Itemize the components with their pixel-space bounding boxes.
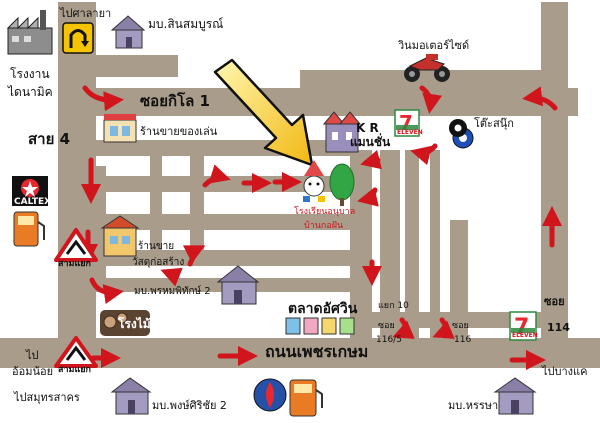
junction-warning-sign-icon [54,228,98,262]
svg-text:7: 7 [514,315,529,340]
direction-arrow-icon [183,245,206,267]
road-label-soi-114-line2: 114 [547,321,570,334]
factory-icon [6,10,53,55]
caltex-logo-icon [12,176,48,206]
direction-arrow-icon [89,277,124,304]
direction-arrow-icon [82,85,124,112]
kr-mansion-label-line1: K R [356,121,379,135]
soi-116-label-line2: 116 [454,335,472,345]
house-icon [216,265,260,305]
to-salaya-label: ไปศาลายา [60,7,112,20]
village-sinsomboon-label: มบ.สินสมบูรณ์ [148,17,224,31]
motorcycle-icon [404,54,450,82]
direction-arrow-icon [522,86,558,111]
kr-mansion-label-line2: แมนชั่น [350,135,391,149]
toy-shop-label: ร้านขายของเล่น [140,125,218,138]
fuel-pump-icon [289,379,323,417]
direction-arrow-icon [419,85,443,114]
material-shop-label-line2: วัสดุก่อสร้าง [132,257,185,268]
billiard-ball-icon [449,119,474,149]
shop-icon [100,215,140,257]
u-turn-sign-icon [62,22,94,54]
tree-icon [329,163,355,206]
road-label-sai-4: สาย 4 [28,130,71,148]
road-soi-114 [541,2,568,367]
wood-logs-icon [100,310,150,336]
direction-arrow-icon [357,187,379,207]
road-label-soi-kilo-1: ซอยกิโล 1 [140,92,210,110]
house-icon [110,377,152,415]
seven-eleven-icon: 7 [394,109,420,137]
junction-sign-label-top: สามแยก [58,259,92,269]
ptt-logo-icon [253,378,287,412]
soi-116-5-label-line1: ซอย [378,321,395,331]
fuel-pump-icon [13,211,45,247]
to-omnoi-label-line2: อ้อมน้อย [12,365,54,378]
direction-arrow-icon [432,317,455,339]
to-bangkhae-label: ไปบางแค [542,365,588,378]
material-shop-label-line1: ร้านขาย [138,241,175,252]
road-label-soi-114-line1: ซอย [544,295,565,308]
school-building-icon [322,111,362,153]
road-phetkasem [0,338,600,368]
wood-shop-label: โรงไม้ [118,317,151,331]
direction-arrow-icon [360,149,383,170]
pool-hall-label: โต๊ะสนุ๊ก [474,117,514,130]
house-icon [110,15,146,49]
caltex-label: CALTEX [14,197,52,207]
motorcycle-taxi-label: วินมอเตอร์ไซด์ [398,39,470,52]
factory-label-line2: ไดนามิค [8,85,53,99]
house-icon [493,377,537,415]
kindergarten-label-line1: โรงเรียนอนุบาล [294,207,356,217]
road-soi-kilo-1 [58,88,578,116]
direction-arrow-icon [410,143,438,166]
factory-label-line1: โรงงาน [10,67,50,81]
seven-eleven-bottom-label: ELEVEN [512,332,538,339]
market-stall-icon [285,317,355,335]
junction-warning-sign-icon [54,336,98,368]
pointer-arrow-icon [213,58,314,167]
seven-eleven-top-label: ELEVEN [397,129,423,136]
soi-10-label: แยก 10 [378,301,409,311]
soi-116-label-line1: ซอย [452,321,469,331]
direction-arrow-icon [392,317,415,339]
junction-sign-label-bottom: สามแยก [58,365,92,375]
to-samutsakhon-label: ไปสมุทรสาคร [14,391,80,404]
seven-eleven-icon: 7 [509,311,537,341]
village-promphithak-label: มบ.พรหมพิทักษ์ 2 [134,286,211,297]
to-omnoi-label-line1: ไป [26,349,39,362]
market-label: ตลาดอัศวิน [288,301,358,317]
soi-116-5-label-line2: 116/5 [376,335,402,345]
village-phongsiri-label: มบ.พงษ์ศิริชัย 2 [152,399,227,412]
direction-arrows [78,85,562,370]
road-top-right-connector [300,70,555,90]
direction-arrow-icon [202,164,231,188]
direction-arrow-icon [160,267,183,287]
shop-icon [103,114,137,143]
village-harasa-label: มบ.หรรษา [448,399,499,412]
school-building-icon [303,160,325,202]
road-upper-left-connector [58,55,178,77]
road-label-phetkasem: ถนนเพชรเกษม [265,342,369,361]
kindergarten-label-line2: บ้านกอฝัน [304,221,344,231]
